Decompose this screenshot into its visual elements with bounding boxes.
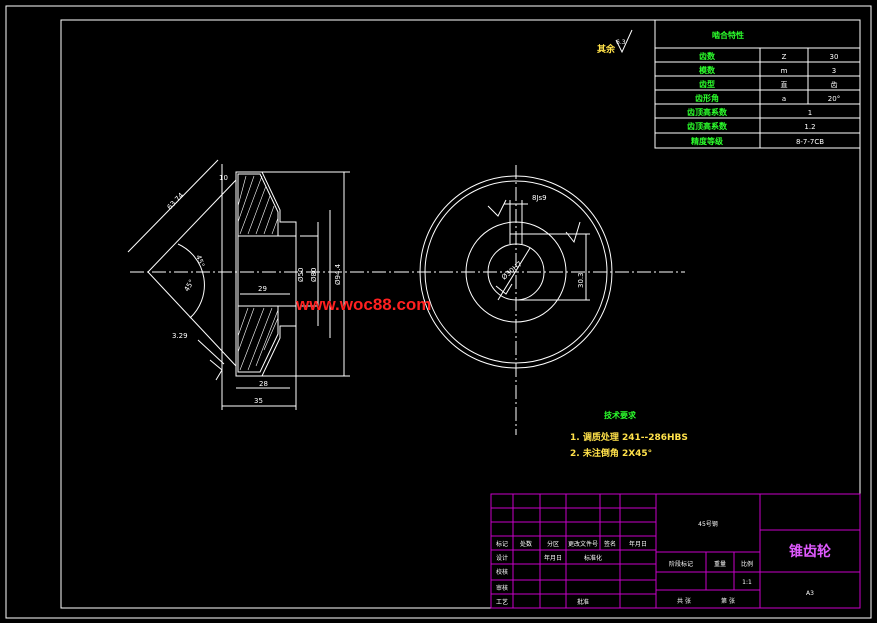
svg-text:29: 29 (258, 285, 267, 293)
svg-text:20°: 20° (828, 95, 840, 103)
svg-text:Ø30H7: Ø30H7 (500, 260, 524, 282)
svg-text:45°: 45° (183, 278, 196, 293)
svg-text:年月日: 年月日 (544, 554, 562, 562)
title-block: 标记 处数 分区 更改文件号 签名 年月日 设计 年月日 标准化 校核 审核 工… (490, 493, 861, 609)
svg-text:Ø50: Ø50 (297, 268, 305, 282)
svg-text:标记: 标记 (496, 540, 508, 548)
svg-text:模数: 模数 (699, 65, 716, 75)
svg-text:共 张: 共 张 (677, 597, 691, 605)
svg-text:1.2: 1.2 (804, 123, 815, 131)
gear-front-view: 8Js9 Ø30H7 30.3 (395, 165, 685, 435)
svg-text:校核: 校核 (496, 568, 508, 576)
svg-text:齿顶高系数: 齿顶高系数 (687, 107, 728, 117)
tech-item-1: 1. 调质处理 241--286HBS (570, 431, 688, 443)
svg-text:Z: Z (782, 53, 787, 61)
svg-text:直: 直 (781, 80, 788, 89)
svg-text:批准: 批准 (577, 598, 589, 606)
roughness-label: 其余 (597, 43, 616, 55)
mesh-table-title: 啮合特性 (712, 30, 744, 40)
svg-text:3.29: 3.29 (172, 332, 188, 340)
svg-text:分区: 分区 (547, 540, 559, 548)
svg-text:审核: 审核 (496, 584, 508, 592)
svg-text:精度等级: 精度等级 (691, 136, 724, 146)
outer-border (5, 5, 872, 619)
svg-text:齿: 齿 (831, 81, 838, 89)
svg-text:重量: 重量 (714, 560, 726, 568)
svg-text:工艺: 工艺 (496, 598, 508, 606)
part-name: 锥齿轮 (789, 543, 831, 560)
tech-title: 技术要求 (604, 410, 637, 420)
svg-text:比例: 比例 (741, 560, 753, 568)
svg-text:45°: 45° (194, 254, 206, 268)
svg-text:Ø94.4: Ø94.4 (334, 263, 342, 285)
svg-text:Ø80: Ø80 (310, 268, 318, 282)
sheet-size: A3 (806, 590, 814, 597)
svg-text:3: 3 (832, 67, 836, 75)
mesh-table: 啮合特性 齿数 Z 30 模数 m 3 齿型 直 齿 齿形角 a 20° 齿顶高… (654, 19, 861, 149)
svg-text:第 张: 第 张 (721, 597, 735, 605)
svg-text:签名: 签名 (604, 540, 616, 548)
svg-text:30: 30 (830, 53, 839, 61)
svg-text:处数: 处数 (520, 540, 532, 548)
svg-text:年月日: 年月日 (629, 540, 647, 548)
svg-text:8-7-7CB: 8-7-7CB (796, 138, 824, 146)
svg-text:1:1: 1:1 (742, 579, 752, 586)
watermark: www.woc88.com (295, 295, 431, 314)
svg-text:1: 1 (808, 109, 812, 117)
svg-text:35: 35 (254, 397, 263, 405)
svg-text:m: m (781, 67, 788, 75)
material-label: 45号钢 (698, 520, 718, 528)
svg-text:齿形角: 齿形角 (695, 93, 719, 103)
svg-text:10: 10 (219, 174, 228, 182)
svg-text:阶段标记: 阶段标记 (669, 560, 693, 568)
svg-text:30.3: 30.3 (577, 272, 585, 288)
svg-text:63.74: 63.74 (166, 191, 186, 211)
inner-frame (60, 19, 861, 609)
svg-text:标准化: 标准化 (584, 554, 602, 562)
svg-text:8Js9: 8Js9 (532, 194, 547, 202)
svg-text:齿型: 齿型 (699, 79, 715, 89)
svg-text:设计: 设计 (496, 554, 508, 562)
svg-text:6.3: 6.3 (616, 39, 626, 46)
gear-section-view: 63.74 10 45° 45° 3.29 29 Ø50 Ø80 Ø94.4 2… (127, 159, 395, 410)
roughness-symbol (615, 29, 633, 54)
svg-text:齿顶高系数: 齿顶高系数 (687, 121, 728, 131)
svg-text:更改文件号: 更改文件号 (568, 540, 598, 548)
tech-item-2: 2. 未注倒角 2X45° (570, 447, 652, 459)
svg-text:a: a (782, 95, 786, 103)
svg-text:齿数: 齿数 (699, 51, 716, 61)
svg-text:28: 28 (259, 380, 268, 388)
